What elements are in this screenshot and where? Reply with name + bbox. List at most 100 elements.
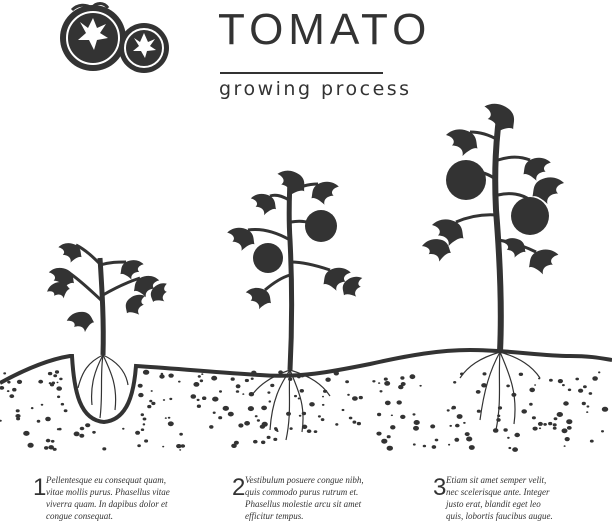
soil-dot bbox=[85, 423, 91, 428]
soil-dot bbox=[352, 396, 358, 401]
soil-dot bbox=[507, 436, 510, 439]
soil-dot bbox=[102, 447, 107, 451]
soil-dot bbox=[386, 445, 393, 451]
soil-dot bbox=[564, 437, 570, 442]
soil-dot bbox=[289, 427, 293, 430]
soil-dot bbox=[430, 424, 436, 429]
soil-dot bbox=[27, 442, 34, 448]
soil-dot bbox=[376, 431, 382, 436]
soil-dot bbox=[79, 426, 85, 431]
soil-dot bbox=[176, 444, 182, 449]
soil-dot bbox=[352, 420, 357, 424]
soil-dot bbox=[422, 444, 427, 448]
soil-dot bbox=[159, 374, 165, 379]
soil-dot bbox=[15, 414, 21, 418]
soil-dot bbox=[268, 400, 272, 403]
soil-dot bbox=[508, 446, 512, 450]
soil-dot bbox=[548, 421, 553, 426]
soil-dot bbox=[261, 440, 266, 445]
soil-dot bbox=[151, 401, 156, 406]
soil-dot bbox=[601, 430, 604, 433]
soil-dot bbox=[44, 446, 49, 450]
soil-dot bbox=[529, 387, 535, 393]
soil-dot bbox=[218, 416, 223, 420]
soil-dot bbox=[51, 381, 56, 385]
soil-dot bbox=[267, 391, 271, 394]
soil-dot bbox=[253, 439, 258, 444]
soil-dot bbox=[379, 390, 383, 393]
step-description: Etiam sit amet semper velit, nec sceleri… bbox=[446, 475, 553, 521]
soil-dot bbox=[196, 398, 200, 402]
soil-dot bbox=[412, 413, 416, 416]
soil-dot bbox=[219, 390, 222, 393]
soil-dot bbox=[169, 397, 173, 401]
soil-dot bbox=[557, 379, 564, 384]
soil-dot bbox=[419, 384, 422, 387]
soil-dot bbox=[179, 449, 182, 451]
soil-dot bbox=[575, 377, 579, 381]
soil-dot bbox=[431, 445, 437, 449]
soil-dot bbox=[58, 427, 62, 431]
soil-dot bbox=[451, 407, 455, 410]
soil-dot bbox=[390, 425, 396, 430]
soil-dot bbox=[583, 385, 587, 389]
soil-dot bbox=[512, 447, 518, 452]
soil-dot bbox=[475, 390, 481, 394]
soil-dot bbox=[345, 380, 349, 384]
soil-dot bbox=[372, 380, 376, 383]
soil-dot bbox=[251, 370, 257, 375]
soil-dot bbox=[57, 395, 61, 399]
soil-dot bbox=[537, 421, 543, 426]
soil-dot bbox=[434, 438, 439, 442]
soil-dot bbox=[297, 375, 301, 379]
soil-dot bbox=[140, 428, 145, 432]
soil-dot bbox=[586, 405, 590, 408]
soil-dot bbox=[59, 377, 63, 381]
soil-dot bbox=[552, 423, 557, 427]
soil-dot bbox=[256, 419, 260, 422]
soil-dot bbox=[212, 411, 216, 414]
soil-dot bbox=[0, 419, 2, 422]
soil-dot bbox=[15, 409, 20, 413]
soil-dot bbox=[179, 432, 183, 436]
page-subtitle: growing process bbox=[219, 78, 412, 100]
soil-dot bbox=[294, 394, 297, 398]
soil-dot bbox=[566, 419, 573, 425]
soil-dot bbox=[333, 371, 339, 376]
soil-dot bbox=[381, 438, 388, 444]
soil-dot bbox=[222, 405, 229, 411]
soil-dot bbox=[456, 414, 463, 419]
soil-dot bbox=[50, 439, 55, 443]
soil-dot bbox=[16, 417, 21, 421]
soil-dot bbox=[518, 372, 524, 376]
soil-dot bbox=[299, 389, 304, 393]
soil-dot bbox=[137, 444, 141, 448]
soil-dot bbox=[400, 414, 406, 419]
soil-dot bbox=[589, 439, 594, 443]
soil-dot bbox=[73, 431, 80, 437]
soil-dot bbox=[247, 406, 254, 412]
young-tomato-plant-icon bbox=[227, 168, 368, 441]
soil-dot bbox=[386, 435, 391, 439]
soil-dot bbox=[543, 423, 547, 426]
mature-tomato-plant-icon bbox=[421, 100, 564, 431]
soil-dot bbox=[164, 417, 167, 419]
soil-dot bbox=[48, 382, 52, 385]
soil-dot bbox=[384, 400, 391, 406]
soil-dot bbox=[464, 432, 470, 437]
soil-dot bbox=[45, 438, 51, 443]
soil-dot bbox=[0, 386, 5, 390]
soil-dot bbox=[92, 430, 96, 434]
step-description: Pellentesque eu consequat quam, vitae mo… bbox=[46, 475, 170, 521]
soil-dot bbox=[455, 423, 460, 428]
soil-dot bbox=[400, 376, 405, 380]
soil-dot bbox=[586, 411, 589, 413]
soil-dot bbox=[138, 392, 144, 398]
soil-dot bbox=[449, 424, 453, 427]
soil-dot bbox=[202, 396, 207, 401]
soil-dot bbox=[482, 372, 487, 376]
soil-dot bbox=[79, 433, 85, 438]
soil-dot bbox=[588, 392, 593, 395]
soil-dot bbox=[377, 412, 382, 417]
soil-dot bbox=[137, 383, 143, 388]
